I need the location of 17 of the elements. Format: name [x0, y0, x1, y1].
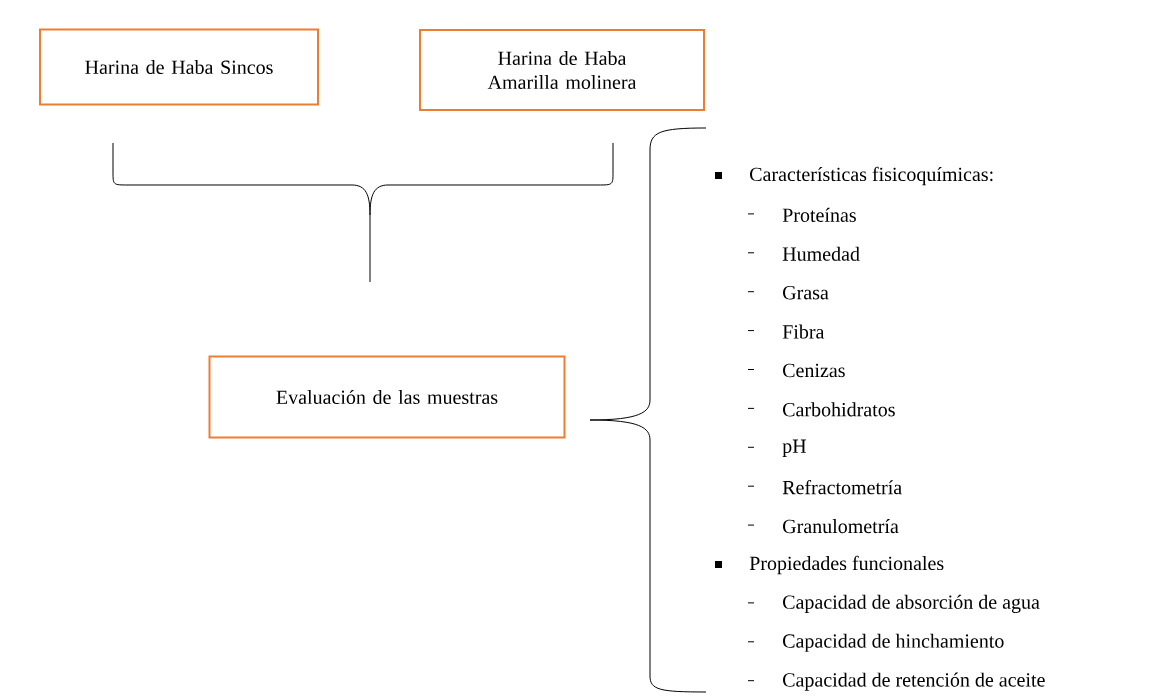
- list-item: Carbohidratos: [783, 402, 895, 417]
- list-item: Capacidad de hinchamiento: [783, 633, 1004, 652]
- list-item: Cenizas: [783, 363, 845, 378]
- process-box: Harina de Haba Sincos: [39, 28, 319, 106]
- list-item: Características fisicoquímicas:: [750, 166, 993, 186]
- list-item: Capacidad de absorción de agua: [783, 594, 1040, 613]
- list-item: Granulometría: [783, 519, 899, 534]
- list-item: pH: [782, 439, 807, 457]
- list-item: Refractometría: [782, 480, 902, 495]
- process-box: Evaluación de las muestras: [208, 355, 566, 439]
- list-item: Propiedades funcionales: [749, 555, 944, 575]
- list-item: Humedad: [782, 246, 860, 261]
- list-item: Proteínas: [782, 207, 856, 222]
- process-box: Harina de Haba Amarilla molinera: [419, 29, 705, 111]
- list-item: Grasa: [783, 286, 829, 300]
- list-item: Capacidad de retención de aceite: [783, 672, 1045, 691]
- list-item: Fibra: [782, 324, 825, 339]
